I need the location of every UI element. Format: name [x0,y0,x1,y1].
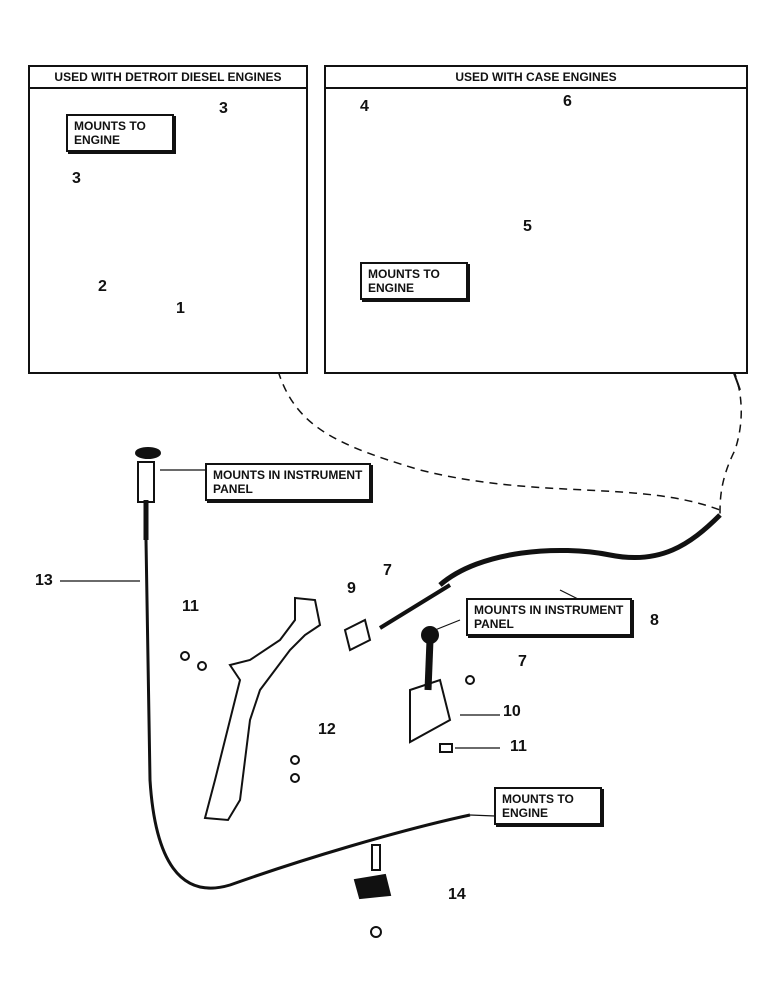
part-number-7-top: 7 [383,562,392,579]
part-number-3-left: 3 [72,170,81,187]
part-number-12: 12 [318,721,336,738]
part-number-5: 5 [523,218,532,235]
panel-detroit: USED WITH DETROIT DIESEL ENGINES [28,65,308,374]
callout-mounts-panel-choke: MOUNTS IN INSTRUMENT PANEL [205,463,371,501]
part-number-9: 9 [347,580,356,597]
panel-case: USED WITH CASE ENGINES [324,65,748,374]
part-number-11-left: 11 [182,598,199,615]
part-number-1: 1 [176,300,185,317]
part-number-7-right: 7 [518,653,527,670]
part-number-2: 2 [98,278,107,295]
panel-case-title: USED WITH CASE ENGINES [326,67,746,89]
part-number-13: 13 [35,572,53,589]
part-number-4: 4 [360,98,369,115]
part-number-14: 14 [448,886,466,903]
callout-mounts-engine-case: MOUNTS TO ENGINE [360,262,468,300]
part-number-10: 10 [503,703,521,720]
callout-mounts-panel-throttle: MOUNTS IN INSTRUMENT PANEL [466,598,632,636]
part-number-3-top: 3 [219,100,228,117]
part-number-8: 8 [650,612,659,629]
panel-detroit-title: USED WITH DETROIT DIESEL ENGINES [30,67,306,89]
part-number-11-right: 11 [510,738,527,755]
callout-mounts-engine-detroit: MOUNTS TO ENGINE [66,114,174,152]
callout-mounts-engine-bottom: MOUNTS TO ENGINE [494,787,602,825]
part-number-6: 6 [563,93,572,110]
